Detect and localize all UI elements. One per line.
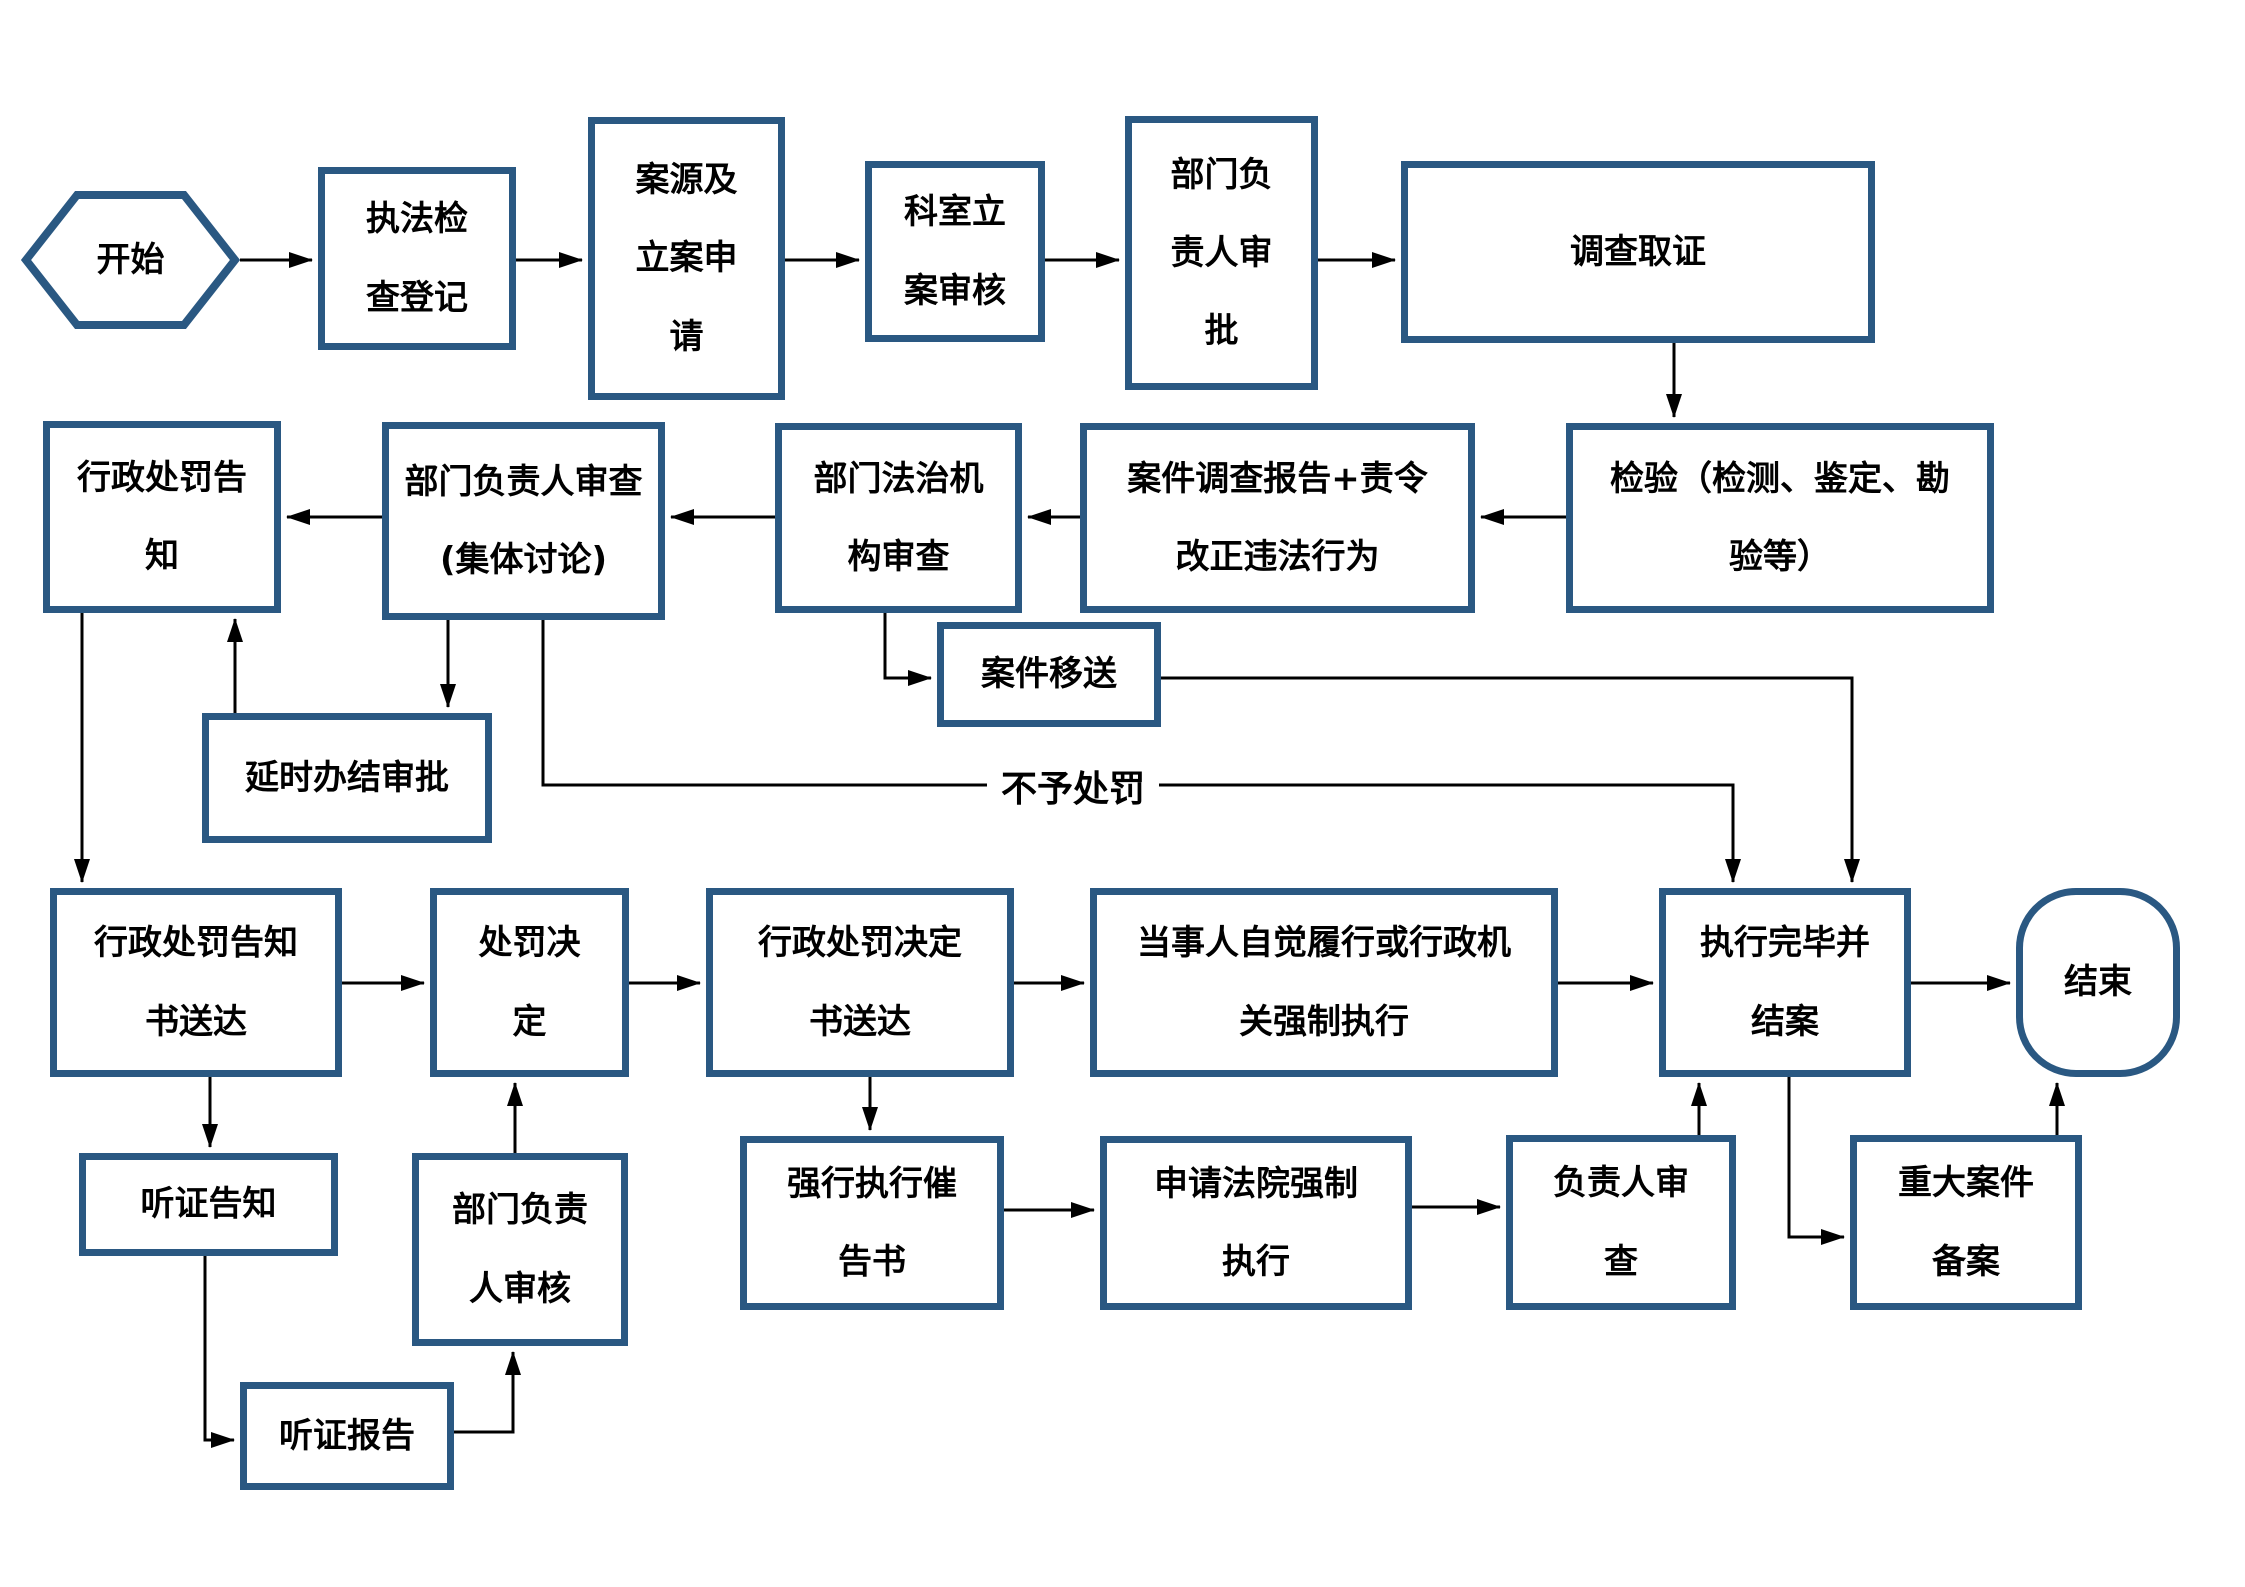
node-dept-approve: 部门负 责人审 批 (1125, 116, 1318, 390)
node-office-review-label: 科室立 案审核 (904, 192, 1006, 311)
node-head-review: 负责人审 查 (1506, 1135, 1736, 1310)
node-enforce-reminder-label: 强行执行催 告书 (787, 1163, 957, 1282)
node-complete-close-label: 执行完毕并 结案 (1700, 923, 1870, 1042)
node-voluntary-enforce-label: 当事人自觉履行或行政机 关强制执行 (1137, 923, 1511, 1042)
node-head-review-label: 负责人审 查 (1553, 1163, 1689, 1282)
start-hexagon-shape (21, 191, 240, 329)
node-dept-check-label: 部门负责 人审核 (452, 1190, 588, 1309)
node-delay-approval: 延时办结审批 (202, 713, 492, 843)
node-case-transfer-label: 案件移送 (981, 654, 1117, 695)
node-end-label: 结束 (2064, 962, 2132, 1003)
node-end: 结束 (2016, 888, 2180, 1077)
node-penalty-decision-label: 处罚决 定 (478, 923, 581, 1042)
node-penalty-notice-label: 行政处罚告 知 (77, 457, 247, 576)
node-hearing-report-label: 听证报告 (279, 1415, 415, 1456)
node-notice-delivery-label: 行政处罚告知 书送达 (94, 923, 298, 1042)
node-hearing-notice: 听证告知 (79, 1153, 338, 1256)
node-delay-approval-label: 延时办结审批 (245, 757, 449, 798)
node-office-review: 科室立 案审核 (865, 161, 1045, 342)
node-court-enforce-label: 申请法院强制 执行 (1154, 1163, 1358, 1282)
node-investigate: 调查取证 (1401, 161, 1875, 343)
node-dept-approve-label: 部门负 责人审 批 (1170, 154, 1273, 352)
node-report-order-label: 案件调查报告+责令 改正违法行为 (1127, 458, 1428, 577)
node-enforce-reminder: 强行执行催 告书 (740, 1136, 1004, 1310)
node-case-transfer: 案件移送 (937, 622, 1161, 727)
node-voluntary-enforce: 当事人自觉履行或行政机 关强制执行 (1090, 888, 1558, 1077)
node-case-source: 案源及 立案申 请 (588, 117, 785, 400)
node-case-source-label: 案源及 立案申 请 (635, 160, 738, 357)
node-inspection: 检验（检测、鉴定、勘 验等） (1566, 423, 1994, 613)
node-dept-check: 部门负责 人审核 (412, 1153, 628, 1346)
edge-hearing-report-to-dept-check (454, 1351, 521, 1434)
edge-case-transfer-to-complete-close (1161, 676, 1860, 883)
node-law-check: 执法检 查登记 (318, 167, 516, 350)
node-investigate-label: 调查取证 (1570, 231, 1706, 272)
node-start-label: 开始 (96, 239, 165, 280)
node-penalty-decision: 处罚决 定 (430, 888, 629, 1077)
node-hearing-notice-label: 听证告知 (140, 1184, 277, 1225)
node-decision-delivery-label: 行政处罚决定 书送达 (758, 923, 962, 1042)
node-start: 开始 (21, 190, 240, 330)
node-penalty-notice: 行政处罚告 知 (43, 421, 281, 613)
node-law-check-label: 执法检 查登记 (366, 199, 468, 318)
edge-hearing-notice-to-hearing-report (203, 1256, 235, 1448)
node-hearing-report: 听证报告 (240, 1382, 454, 1490)
edge-complete-close-to-major-filing (1787, 1077, 1845, 1245)
node-inspection-label: 检验（检测、鉴定、勘 验等） (1610, 458, 1950, 577)
node-major-filing-label: 重大案件 备案 (1898, 1163, 2034, 1282)
node-legal-review-label: 部门法治机 构审查 (813, 458, 984, 577)
edge-label-no-penalty: 不予处罚 (986, 756, 1160, 816)
edge-legal-review-to-case-transfer (883, 613, 932, 686)
node-dept-review: 部门负责人审查 (集体讨论) (382, 422, 665, 620)
node-report-order: 案件调查报告+责令 改正违法行为 (1080, 423, 1475, 613)
node-decision-delivery: 行政处罚决定 书送达 (706, 888, 1014, 1077)
node-legal-review: 部门法治机 构审查 (775, 423, 1022, 613)
node-complete-close: 执行完毕并 结案 (1659, 888, 1911, 1077)
node-notice-delivery: 行政处罚告知 书送达 (50, 888, 342, 1077)
node-major-filing: 重大案件 备案 (1850, 1135, 2082, 1310)
node-dept-review-label: 部门负责人审查 (集体讨论) (404, 461, 643, 580)
node-court-enforce: 申请法院强制 执行 (1100, 1136, 1412, 1310)
